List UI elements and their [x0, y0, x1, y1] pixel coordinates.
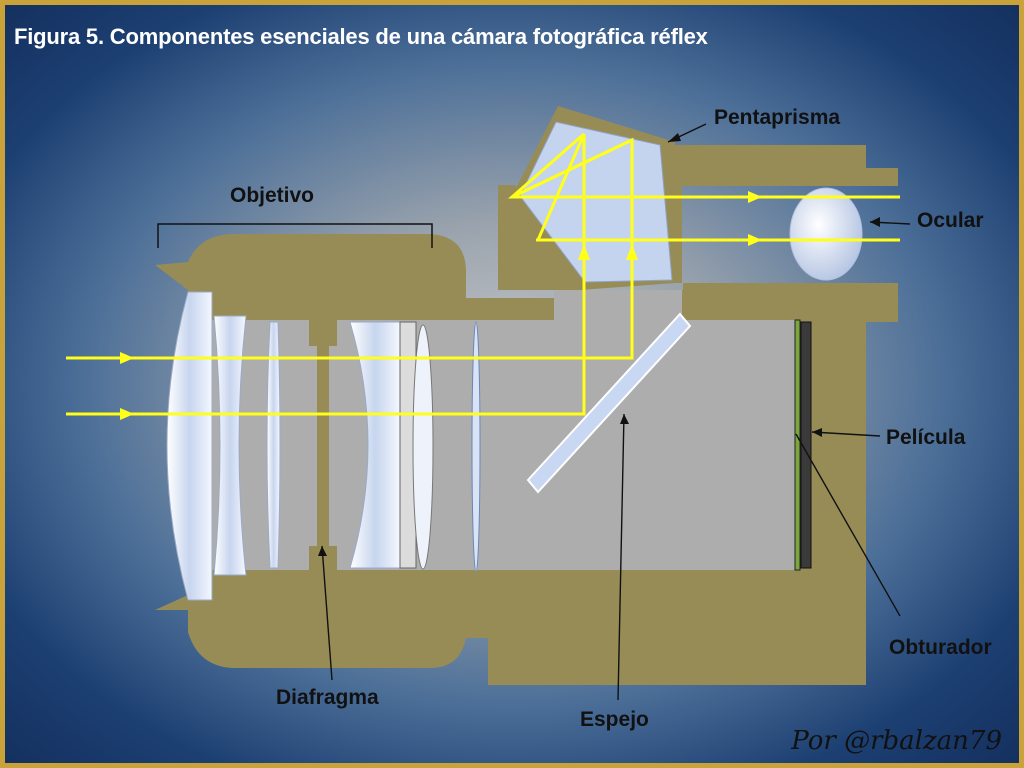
objetivo-bracket	[157, 223, 433, 248]
lens-element-2	[213, 315, 247, 576]
figure-title: Figura 5. Componentes esenciales de una …	[14, 24, 708, 49]
shutter	[800, 321, 812, 569]
eyepiece-lens	[789, 187, 863, 281]
lens-element-7	[471, 321, 481, 573]
ray-arrowheads	[120, 191, 762, 420]
lens-element-3	[266, 321, 281, 569]
label-objetivo: Objetivo	[230, 184, 315, 207]
lens-element-4	[349, 321, 401, 569]
mirror	[526, 312, 692, 494]
lens-elements	[166, 291, 481, 601]
lens-element-6	[412, 324, 434, 570]
label-obturador: Obturador	[889, 636, 992, 659]
label-pelicula: Película	[886, 426, 966, 449]
label-espejo: Espejo	[580, 708, 649, 731]
pentaprism-glass	[519, 121, 673, 283]
prism-mount	[554, 290, 682, 322]
label-diafragma: Diafragma	[276, 686, 379, 709]
light-rays	[66, 132, 900, 416]
diaphragm	[309, 320, 337, 572]
front-lens	[166, 291, 213, 601]
label-ocular: Ocular	[917, 209, 984, 232]
film	[794, 319, 801, 571]
interior-chamber	[188, 320, 800, 570]
author-credit: Por @rbalzan79	[791, 726, 1002, 756]
callout-arrowheads	[318, 133, 880, 556]
label-pentaprisma: Pentaprisma	[714, 106, 841, 129]
